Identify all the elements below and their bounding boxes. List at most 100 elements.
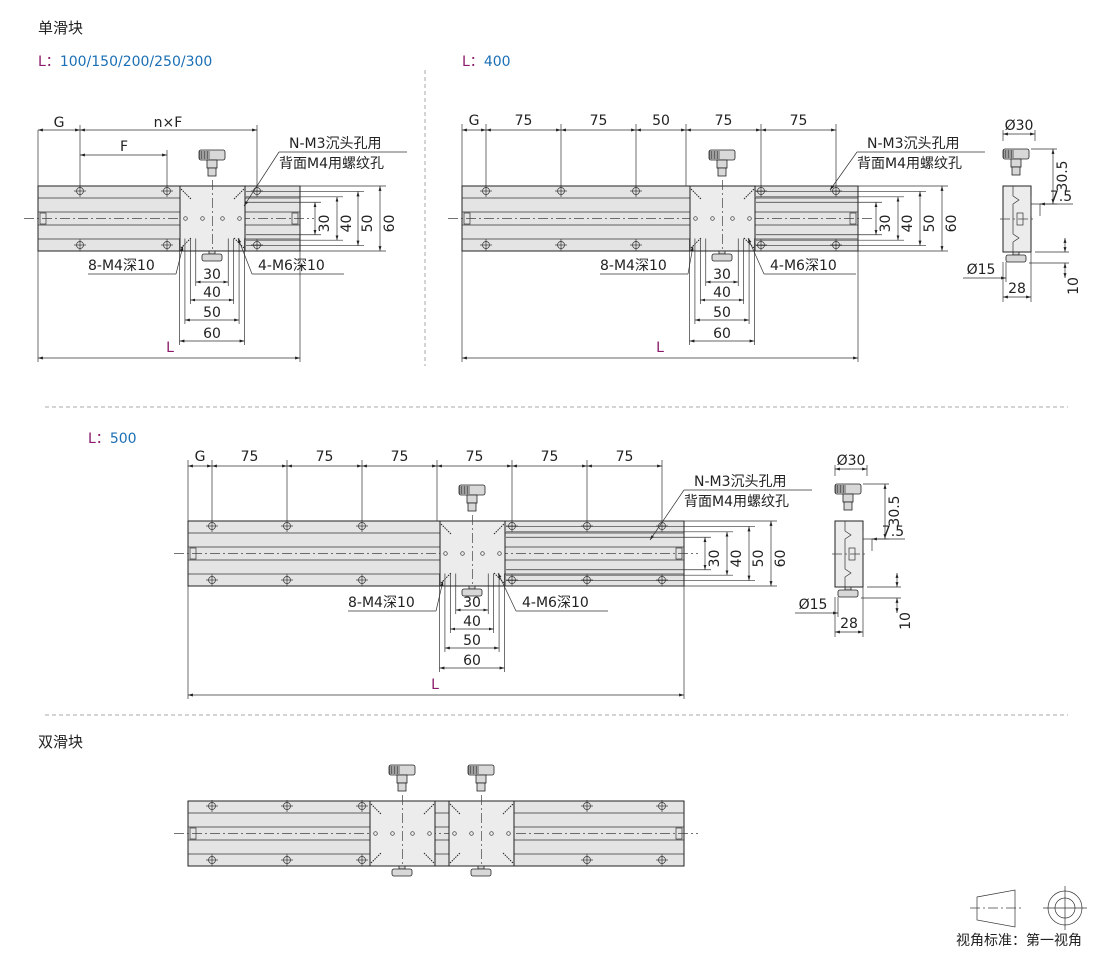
- mounting-hole-icon: [356, 854, 368, 866]
- dim-horizontal-40: 40: [713, 285, 731, 301]
- dim-width: 28: [1008, 281, 1026, 297]
- lock-knob-icon: [1005, 251, 1027, 263]
- mounting-hole-icon: [206, 854, 218, 866]
- lock-knob-icon: [201, 250, 223, 262]
- carriage: [439, 515, 506, 592]
- mounting-hole-icon: [656, 574, 668, 586]
- dim-nF: n×F: [154, 115, 183, 131]
- single-slider-title: 单滑块: [38, 19, 83, 37]
- dim-foot-diameter: Ø15: [967, 262, 996, 278]
- carriage-left: [369, 795, 436, 872]
- mounting-hole-icon: [251, 239, 263, 251]
- mounting-hole-icon: [356, 800, 368, 812]
- svg-text:L：500: L：500: [88, 431, 137, 447]
- mounting-hole-icon: [356, 520, 368, 532]
- dim-vertical-50: 50: [922, 215, 938, 233]
- dim-horizontal-50: 50: [713, 305, 731, 321]
- pitch-label: G: [195, 449, 206, 465]
- dim-F: F: [120, 139, 128, 155]
- mounting-hole-icon: [830, 185, 842, 197]
- dim-foot-diameter: Ø15: [799, 597, 828, 613]
- pitch-label: 75: [241, 449, 259, 465]
- callout-back-m4-text: 背面M4用螺纹孔: [857, 156, 962, 172]
- dim-vertical-60: 60: [944, 215, 960, 233]
- pitch-label: 75: [590, 113, 608, 129]
- mounting-hole-icon: [581, 800, 593, 812]
- dim-offset: 7.5: [882, 524, 904, 540]
- dim-vertical-30: 30: [317, 215, 333, 233]
- dim-vertical-40: 40: [729, 550, 745, 568]
- mounting-hole-icon: [206, 574, 218, 586]
- dim-vertical-50: 50: [751, 550, 767, 568]
- pitch-label: 50: [652, 113, 670, 129]
- mounting-hole-icon: [206, 800, 218, 812]
- pitch-label: 75: [790, 113, 808, 129]
- knob-icon: [467, 764, 495, 792]
- mounting-hole-icon: [480, 239, 492, 251]
- mounting-hole-icon: [281, 574, 293, 586]
- double-slider-title: 双滑块: [38, 733, 83, 751]
- variant-label-3: L：500: [88, 431, 137, 447]
- knob-icon: [458, 484, 486, 512]
- lock-knob-icon: [391, 865, 413, 877]
- mounting-hole-icon: [506, 574, 518, 586]
- projection-legend: 视角标准：第一视角: [956, 886, 1087, 949]
- callout-n-m3-text: N-M3沉头孔用: [867, 136, 960, 152]
- dim-horizontal-40: 40: [203, 285, 221, 301]
- callout-back-m4-text: 背面M4用螺纹孔: [279, 156, 384, 172]
- callout-m6-text: 4-M6深10: [258, 258, 325, 274]
- dim-foot-height: 10: [898, 612, 914, 630]
- mounting-hole-icon: [755, 185, 767, 197]
- mounting-hole-icon: [74, 239, 86, 251]
- mounting-hole-icon: [161, 185, 173, 197]
- dim-height: 30.5: [887, 495, 903, 526]
- carriage: [689, 180, 756, 257]
- lock-knob-icon: [461, 585, 483, 597]
- side-view: [832, 483, 868, 598]
- dim-vertical-40: 40: [900, 215, 916, 233]
- pitch-label: 75: [466, 449, 484, 465]
- dim-offset: 7.5: [1050, 189, 1072, 205]
- pitch-label: 75: [515, 113, 533, 129]
- dim-vertical-30: 30: [707, 550, 723, 568]
- callout-m4-text: 8-M4深10: [600, 258, 667, 274]
- mounting-hole-icon: [656, 854, 668, 866]
- dim-width: 28: [840, 616, 858, 632]
- svg-text:L：100/150/200/250/300: L：100/150/200/250/300: [38, 54, 212, 70]
- pitch-label: 75: [616, 449, 634, 465]
- mounting-hole-icon: [281, 520, 293, 532]
- pitch-label: 75: [391, 449, 409, 465]
- dim-horizontal-50: 50: [203, 305, 221, 321]
- callout-m6-text: 4-M6深10: [522, 595, 589, 611]
- knob-icon: [834, 483, 862, 511]
- dim-horizontal-40: 40: [463, 614, 481, 630]
- mounting-hole-icon: [281, 854, 293, 866]
- rail: [448, 185, 872, 252]
- dim-length-L: L: [166, 340, 174, 356]
- dim-horizontal-30: 30: [713, 267, 731, 283]
- callout-m4-text: 8-M4深10: [88, 258, 155, 274]
- mounting-hole-icon: [74, 185, 86, 197]
- dim-horizontal-60: 60: [463, 653, 481, 669]
- carriage-right: [448, 795, 515, 872]
- drawing-double-slider: [174, 764, 698, 877]
- dim-horizontal-60: 60: [203, 326, 221, 342]
- side-view: [1000, 148, 1036, 263]
- projection-trapezoid-icon: [976, 889, 1016, 928]
- mounting-hole-icon: [206, 520, 218, 532]
- svg-text:L：400: L：400: [462, 54, 511, 70]
- mounting-hole-icon: [830, 239, 842, 251]
- dim-length-L: L: [656, 340, 664, 356]
- dim-vertical-60: 60: [773, 550, 789, 568]
- mounting-hole-icon: [161, 239, 173, 251]
- dim-horizontal-60: 60: [713, 326, 731, 342]
- mounting-hole-icon: [555, 239, 567, 251]
- rail: [174, 520, 698, 587]
- callout-back-m4-text: 背面M4用螺纹孔: [684, 494, 789, 510]
- dim-length-L: L: [431, 677, 439, 693]
- mounting-hole-icon: [581, 854, 593, 866]
- dim-horizontal-30: 30: [203, 267, 221, 283]
- dim-vertical-60: 60: [382, 215, 398, 233]
- variant-label-1: L：100/150/200/250/300: [38, 54, 212, 70]
